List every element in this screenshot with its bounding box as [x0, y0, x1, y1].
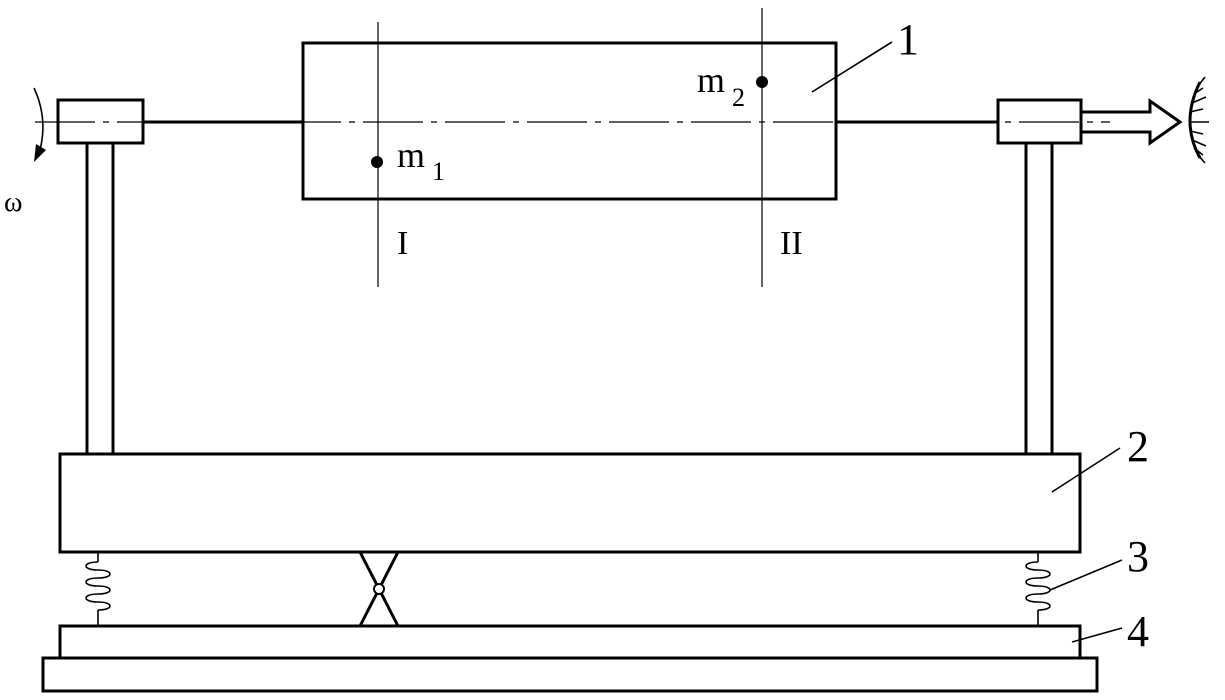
foundation-lower — [41, 656, 1099, 693]
plane-1-label: I — [397, 225, 408, 262]
part-1-label: 1 — [897, 15, 919, 64]
rotation-arrow-icon — [33, 87, 46, 162]
plane-2-label: II — [780, 225, 803, 262]
part-1-leader — [811, 41, 893, 93]
right-spring — [1025, 552, 1051, 626]
right-support-post — [1024, 143, 1054, 454]
part-3-leader — [1049, 559, 1123, 591]
rotor-body — [301, 41, 838, 201]
center-pivot — [358, 551, 400, 627]
part-2-label: 2 — [1127, 422, 1149, 471]
mass-2-point — [756, 76, 768, 88]
left-support-post — [85, 143, 115, 454]
left-spring — [85, 552, 111, 626]
part-2-leader — [1051, 447, 1121, 493]
mass-1-subscript: 1 — [432, 157, 445, 186]
left-bearing — [56, 98, 145, 145]
rotation-label: ω — [4, 187, 22, 218]
indicator-dial-icon — [1188, 76, 1209, 164]
part-4-label: 4 — [1127, 607, 1149, 656]
part-3-label: 3 — [1127, 532, 1149, 581]
right-bearing — [996, 98, 1083, 145]
frame-plate — [58, 452, 1082, 554]
mass-2-label: m — [697, 60, 725, 100]
output-arrow-icon — [1081, 98, 1183, 146]
mass-1-label: m — [397, 135, 425, 175]
mass-2-subscript: 2 — [732, 83, 745, 112]
mass-1-point — [371, 156, 383, 168]
part-4-leader — [1071, 627, 1123, 643]
foundation-upper — [58, 624, 1082, 660]
